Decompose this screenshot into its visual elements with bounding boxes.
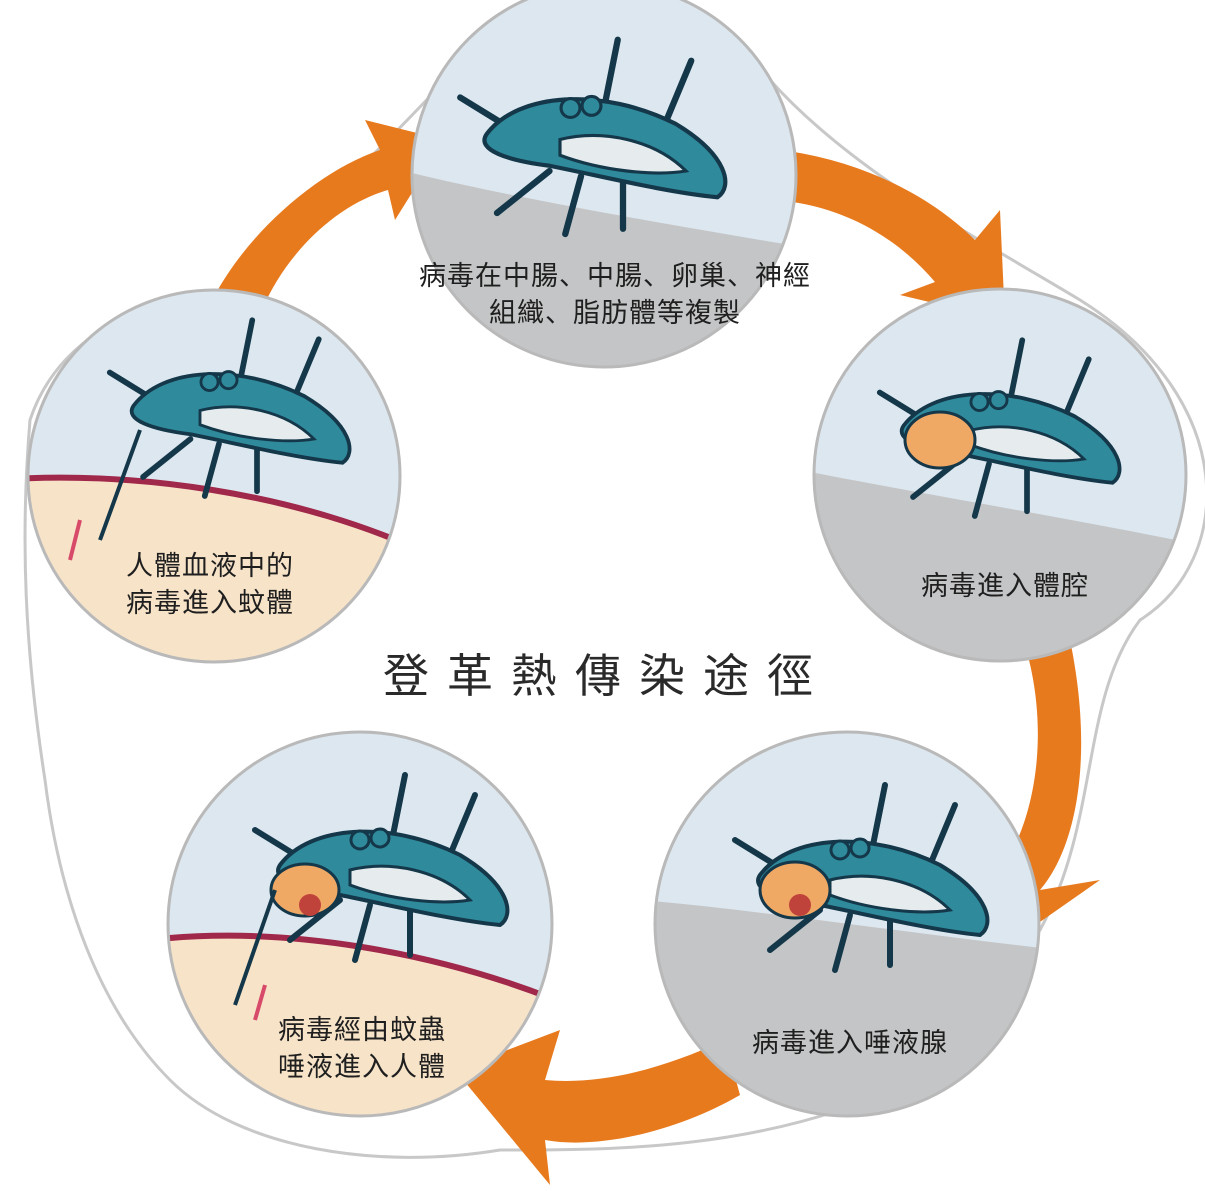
stage-3-label: 病毒進入體腔 — [921, 571, 1089, 602]
arrow-stage2-to-stage3 — [775, 150, 1005, 320]
arrow-stage4-to-stage5 — [455, 1030, 740, 1185]
stage-4-label: 病毒進入唾液腺 — [752, 1028, 948, 1059]
stage-1-label: 人體血液中的 病毒進入蚊體 — [126, 551, 294, 619]
stage-2-label: 病毒在中腸、中腸、卵巢、神經 組織、脂肪體等複製 — [419, 261, 811, 329]
diagram-title: 登革熱傳染途徑 — [383, 649, 831, 703]
stage-5-label: 病毒經由蚊蟲 唾液進入人體 — [278, 1015, 446, 1083]
arrow-stage1-to-stage2 — [215, 120, 445, 310]
stage-4-circle — [653, 730, 1041, 1118]
